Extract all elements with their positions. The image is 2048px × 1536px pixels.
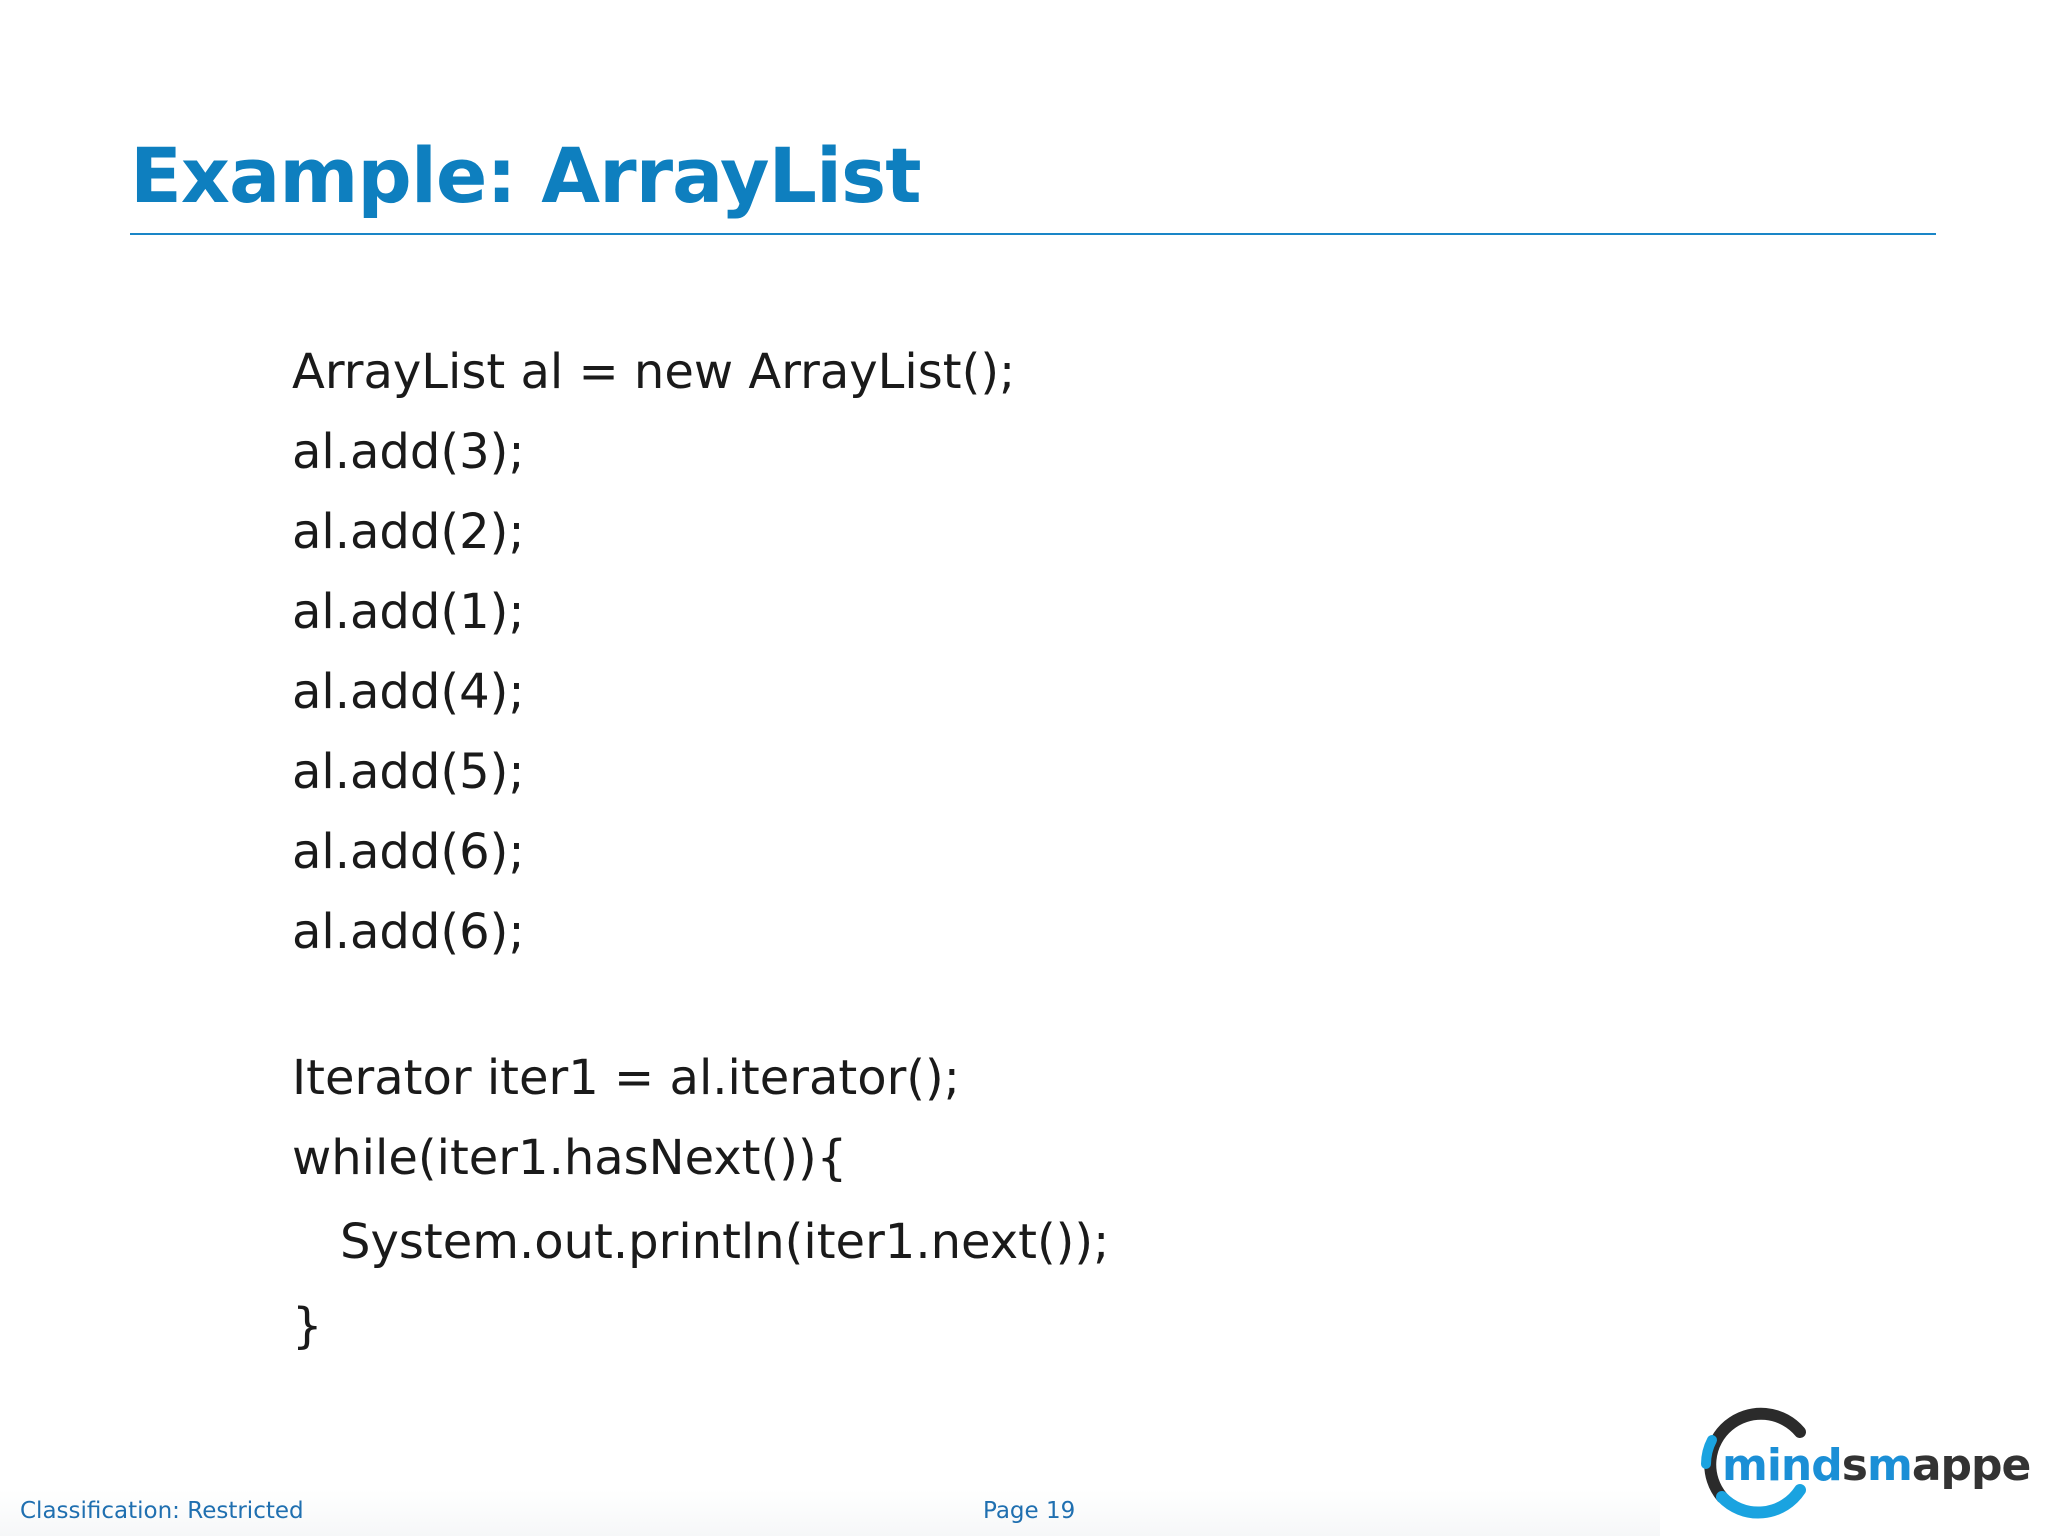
logo-ring-dark bbox=[1704, 1407, 1806, 1503]
code-line: while(iter1.hasNext()){ bbox=[292, 1130, 848, 1186]
code-line: ArrayList al = new ArrayList(); bbox=[292, 344, 1016, 400]
footer-classification: Classification: Restricted bbox=[20, 1498, 304, 1524]
title-underline bbox=[130, 233, 1936, 235]
code-line: al.add(6); bbox=[292, 824, 525, 880]
mindsmapped-logo: mindsmapped bbox=[1701, 1407, 2032, 1519]
code-line: al.add(4); bbox=[292, 664, 525, 720]
code-line: al.add(6); bbox=[292, 904, 525, 960]
code-spacer bbox=[292, 972, 1692, 1038]
code-line: System.out.println(iter1.next()); bbox=[340, 1214, 1110, 1270]
code-block: ArrayList al = new ArrayList(); al.add(3… bbox=[292, 332, 1692, 1366]
code-line: al.add(1); bbox=[292, 584, 525, 640]
logo-ring-blue bbox=[1716, 1484, 1806, 1519]
slide-title: Example: ArrayList bbox=[130, 131, 922, 220]
code-line: al.add(2); bbox=[292, 504, 525, 560]
footer-band bbox=[0, 1490, 1660, 1536]
logo-text: mindsmapped bbox=[1722, 1440, 2032, 1491]
code-line: Iterator iter1 = al.iterator(); bbox=[292, 1050, 960, 1106]
code-line: } bbox=[292, 1298, 323, 1354]
footer-page-number: Page 19 bbox=[983, 1498, 1076, 1524]
code-line: al.add(3); bbox=[292, 424, 525, 480]
code-line: al.add(5); bbox=[292, 744, 525, 800]
logo-ring-dark-small bbox=[1701, 1435, 1717, 1469]
